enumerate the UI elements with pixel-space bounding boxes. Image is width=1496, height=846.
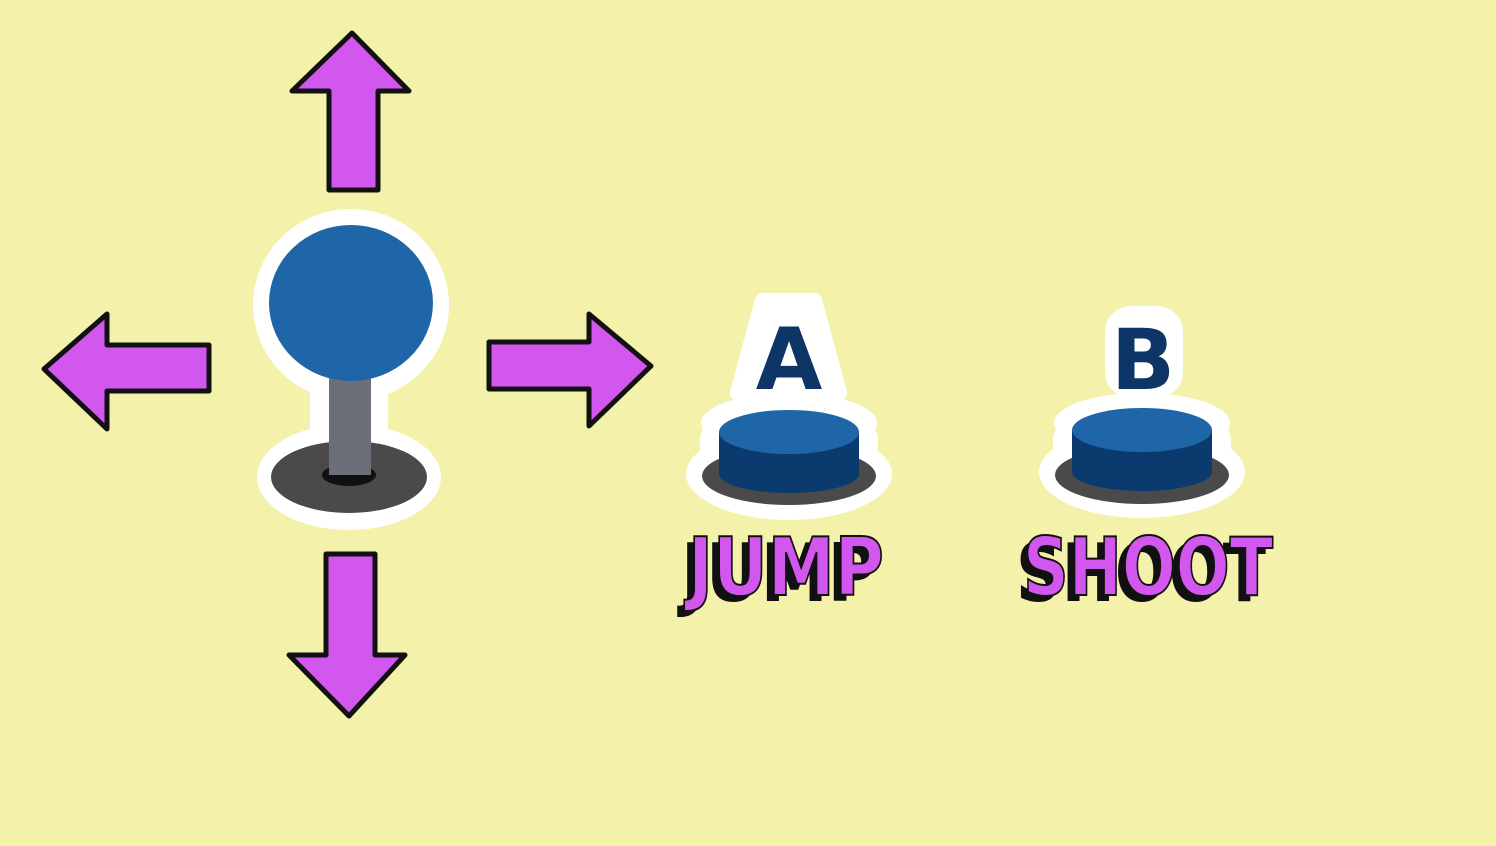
button-a-letter: A: [756, 310, 823, 410]
arrow-down-icon: [286, 551, 408, 719]
button-b-letter: B: [1111, 311, 1175, 409]
shoot-label-text: SHOOT: [1023, 521, 1273, 614]
arrow-right-icon: [486, 311, 654, 429]
joystick-icon: [253, 209, 449, 530]
arrow-up-icon: [289, 30, 412, 193]
jump-label-text: JUMP: [684, 521, 884, 614]
shoot-label-shadow: SHOOT: [1016, 527, 1266, 620]
button-b-icon: [1039, 306, 1245, 518]
jump-label-shadow: JUMP: [677, 527, 877, 620]
button-a-icon: [686, 293, 892, 520]
arrow-left-icon: [41, 311, 212, 432]
jump-label: JUMP JUMP: [677, 520, 885, 620]
shoot-label: SHOOT SHOOT: [1016, 520, 1274, 620]
